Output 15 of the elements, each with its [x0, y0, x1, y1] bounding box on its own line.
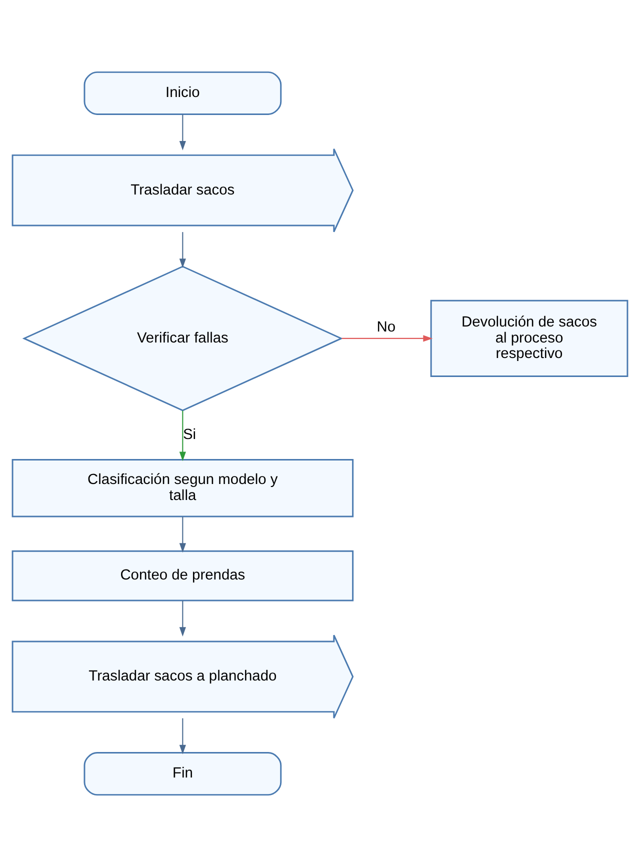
node-diamond: Verificar fallas: [22, 266, 344, 412]
arrow: [179, 516, 186, 553]
arrow: [179, 718, 186, 754]
arrow: [342, 335, 433, 342]
arrow: [179, 114, 186, 150]
node-box: Conteo de prendas: [12, 550, 354, 602]
arrow: [179, 600, 186, 637]
node-box: Fin: [84, 752, 282, 796]
edge-label: Si: [182, 426, 196, 443]
node-box: Clasificación segun modelo y talla: [12, 459, 354, 518]
node-box: Inicio: [84, 71, 282, 115]
node-box: Devolución de sacos al proceso respectivo: [430, 300, 628, 377]
arrow: [179, 410, 186, 462]
arrow: [179, 232, 186, 268]
edge-label: No: [376, 319, 396, 336]
